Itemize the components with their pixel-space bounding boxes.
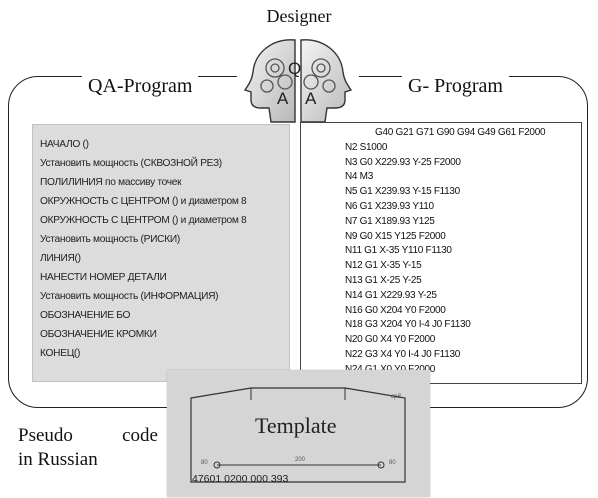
g-code-line: N20 G0 X4 Y0 F2000 <box>345 334 436 346</box>
template-hole <box>213 461 221 469</box>
qa-line: Установить мощность (ИНФОРМАЦИЯ) <box>40 291 219 302</box>
template-corner-mark: cp8 <box>391 394 401 400</box>
g-code-line: N12 G1 X-35 Y-15 <box>345 260 422 272</box>
g-code-line: N11 G1 X-35 Y110 F1130 <box>345 245 452 257</box>
qa-line: ОБОЗНАЧЕНИЕ КРОМКИ <box>40 329 157 340</box>
template-drawing: 80 200 80 cp8 Template 47601 0200 000 39… <box>167 370 430 497</box>
g-code-line: N5 G1 X239.93 Y-15 F1130 <box>345 186 460 198</box>
qa-line: НАЧАЛО () <box>40 139 89 150</box>
qa-line: КОНЕЦ() <box>40 348 81 359</box>
head-letter-a-right: A <box>305 89 317 108</box>
g-code-line: N9 G0 X15 Y125 F2000 <box>345 230 446 242</box>
template-mark-left: 80 <box>201 460 208 466</box>
g-code-line: N24 G1 X0 Y0 F2000 <box>345 363 581 378</box>
pseudo-code-caption: Pseudo code in Russian <box>18 424 158 472</box>
qa-line: ПОЛИЛИНИЯ по массиву точек <box>40 177 182 188</box>
g-code-line: G40 G21 G71 G90 G94 G49 G61 F2000 <box>375 127 546 138</box>
g-code-line: N18 G3 X204 Y0 I-4 J0 F1130 <box>345 319 471 331</box>
designer-title: Designer <box>266 6 332 26</box>
g-code-line: N4 M3 <box>345 171 373 183</box>
qa-line: Установить мощность (СКВОЗНОЙ РЕЗ) <box>40 158 222 169</box>
gear-icon <box>303 58 336 93</box>
g-code-line: N16 G0 X204 Y0 F2000 <box>345 304 446 316</box>
qa-line: НАНЕСТИ НОМЕР ДЕТАЛИ <box>40 272 167 283</box>
g-code-line: N7 G1 X189.93 Y125 <box>345 215 435 227</box>
qa-line: ОКРУЖНОСТЬ С ЦЕНТРОМ () и диаметром 8 <box>40 215 247 226</box>
gear-icon <box>260 58 293 93</box>
qa-line: ОКРУЖНОСТЬ С ЦЕНТРОМ () и диаметром 8 <box>40 196 247 207</box>
qa-line: ОБОЗНАЧЕНИЕ БО <box>40 310 131 321</box>
qa-line: ЛИНИЯ() <box>40 253 81 264</box>
template-mark-right: 80 <box>389 460 396 466</box>
g-code-line: N22 G3 X4 Y0 I-4 J0 F1130 <box>345 348 460 360</box>
g-code-line: N3 G0 X229.93 Y-25 F2000 <box>345 156 461 168</box>
designer-heads-illustration: Q A A <box>237 34 359 126</box>
qa-program-panel: НАЧАЛО () Установить мощность (СКВОЗНОЙ … <box>32 124 290 382</box>
g-code-line: N13 G1 X-25 Y-25 <box>345 274 422 286</box>
g-code-line: N14 G1 X229.93 Y-25 <box>345 289 437 301</box>
g-program-label: G- Program <box>402 74 509 98</box>
qa-line: Установить мощность (РИСКИ) <box>40 234 180 245</box>
caption-word: code <box>122 425 158 446</box>
template-title: Template <box>255 413 337 438</box>
template-mark-mid: 200 <box>295 457 306 463</box>
g-code-line: N6 G1 X239.93 Y110 <box>345 200 434 212</box>
caption-word: Pseudo <box>18 425 73 446</box>
caption-line: in Russian <box>18 449 98 470</box>
template-hole <box>377 461 385 469</box>
g-code-line: N2 S1000 <box>345 141 388 153</box>
g-program-panel: G40 G21 G71 G90 G94 G49 G61 F2000 N2 S10… <box>300 122 582 384</box>
head-letter-q: Q <box>288 59 301 78</box>
qa-program-label: QA-Program <box>82 74 199 98</box>
template-part-number: 47601 0200 000 393 <box>192 473 289 485</box>
head-letter-a-left: A <box>277 89 289 108</box>
